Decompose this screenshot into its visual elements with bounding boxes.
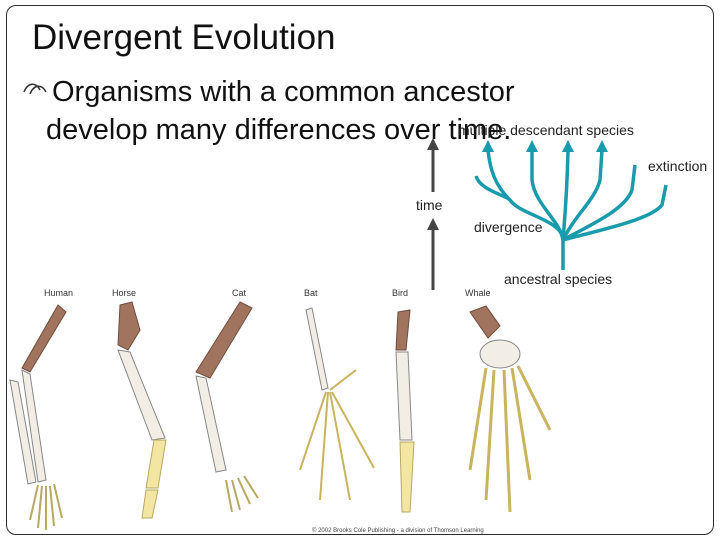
bullet-text-part-1: Organisms with a common ancestor (52, 76, 515, 108)
whale-flipper (468, 305, 552, 513)
label-ancestral-species: ancestral species (504, 271, 613, 287)
limb-label-bat: Bat (304, 288, 318, 298)
limb-label-horse: Horse (112, 288, 137, 298)
horse-leg (117, 301, 167, 519)
limb-label-whale: Whale (465, 288, 491, 298)
time-arrow-lower (427, 218, 439, 290)
bird-wing (395, 309, 415, 513)
limb-label-cat: Cat (232, 288, 247, 298)
swoosh-bullet-icon (23, 83, 47, 95)
bullet-text-line-1: Organisms with a common ancestor (22, 76, 515, 109)
label-multiple-descendant-species: multiple descendant species (458, 122, 634, 138)
human-arm (9, 304, 67, 530)
time-arrow-upper (427, 138, 439, 192)
image-copyright: © 2002 Brooks Cole Publishing - a divisi… (312, 528, 484, 534)
slide-title: Divergent Evolution (32, 18, 336, 57)
bat-wing (299, 307, 375, 501)
limb-label-human: Human (44, 288, 74, 298)
cat-leg (195, 301, 259, 513)
label-extinction: extinction (648, 158, 708, 174)
label-divergence: divergence (474, 219, 543, 235)
limb-label-bird: Bird (392, 288, 409, 298)
slide-frame (6, 5, 714, 535)
tree-arrowheads (482, 140, 608, 152)
label-time: time (416, 197, 443, 213)
tree-branches (474, 149, 668, 270)
